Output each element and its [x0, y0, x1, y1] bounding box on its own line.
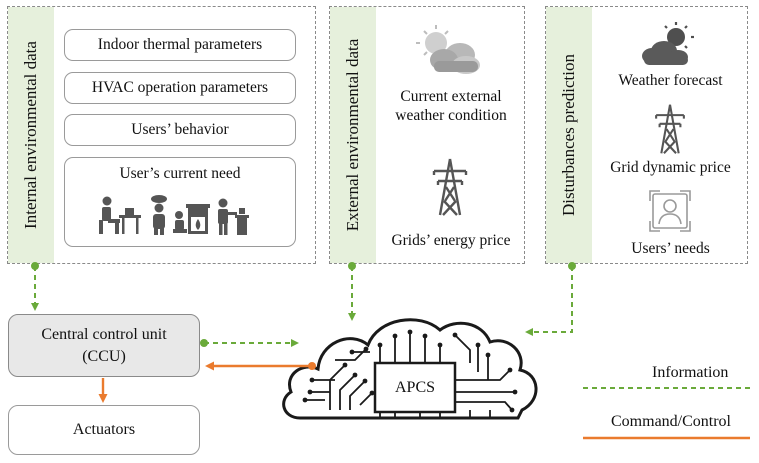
internal-data-panel: Internal environmental data Indoor therm… [7, 6, 316, 264]
actuators-label: Actuators [72, 421, 136, 438]
user-need-label: User’s current need [119, 165, 241, 182]
user-activities-icon [99, 195, 249, 235]
indoor-thermal-label: Indoor thermal parameters [97, 36, 263, 53]
internal-data-strip: Internal environmental data [8, 7, 54, 263]
partly-cloudy-icon [416, 25, 480, 74]
grid-energy-price-label: Grids’ energy price [391, 232, 511, 249]
grid-dynamic-price-label: Grid dynamic price [610, 159, 731, 176]
legend-command-label: Command/Control [611, 413, 731, 430]
disturbance-panel: Disturbances prediction Weather forecast… [545, 6, 748, 264]
apcs-cloud-icon [282, 318, 538, 420]
apcs-chip [373, 361, 457, 414]
central-control-unit-box: Central control unit (CCU) [8, 314, 200, 377]
current-weather-label-2: weather condition [395, 107, 507, 124]
weather-forecast-label: Weather forecast [618, 72, 723, 89]
apcs-label: APCS [394, 379, 436, 396]
grid-price-tower-icon [655, 104, 685, 154]
users-behavior-label: Users’ behavior [131, 121, 229, 138]
ccu-label-line2: (CCU) [82, 348, 126, 365]
disturbance-strip: Disturbances prediction [546, 7, 592, 263]
indoor-thermal-box: Indoor thermal parameters [64, 29, 296, 61]
power-tower-icon [432, 158, 468, 216]
ccu-label-line1: Central control unit [41, 326, 167, 343]
user-need-box: User’s current need [64, 157, 296, 247]
external-data-strip: External environmental data [330, 7, 376, 263]
hvac-parameters-label: HVAC operation parameters [91, 79, 269, 96]
hvac-parameters-box: HVAC operation parameters [64, 72, 296, 104]
weather-forecast-icon [642, 22, 694, 65]
legend-information-label: Information [652, 364, 729, 381]
users-behavior-box: Users’ behavior [64, 114, 296, 146]
user-profile-icon [649, 190, 691, 232]
external-data-panel: External environmental data Current exte… [329, 6, 525, 264]
actuators-box: Actuators [8, 405, 200, 455]
users-needs-label: Users’ needs [631, 240, 710, 257]
current-weather-label-1: Current external [400, 88, 502, 105]
